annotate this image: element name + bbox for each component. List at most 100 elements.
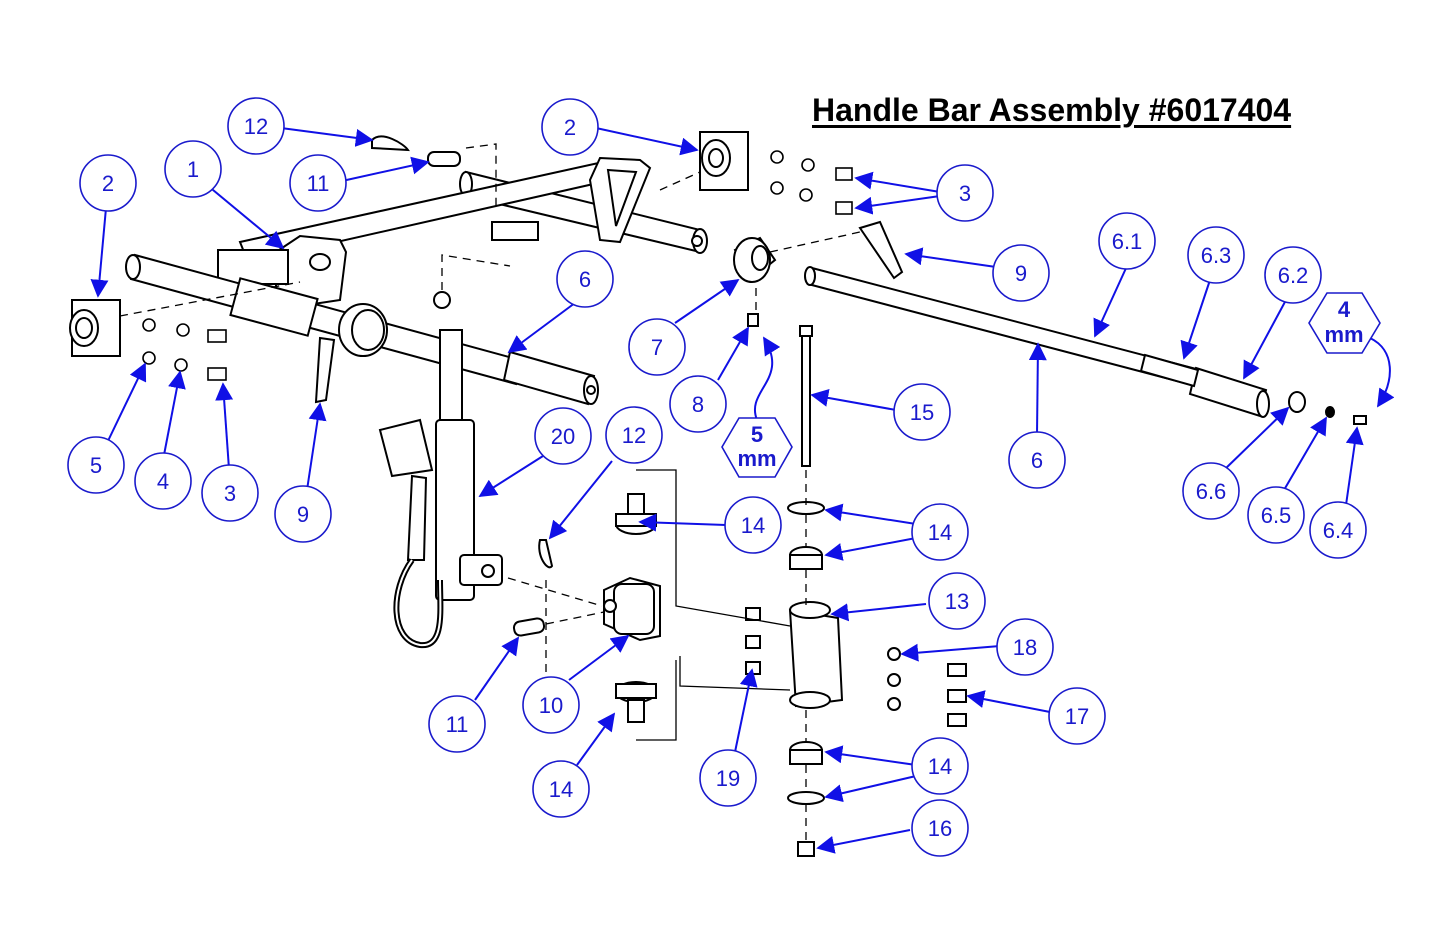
callout-14-stack-upper-label: 14 xyxy=(928,520,952,545)
arrow-11-lower xyxy=(474,636,520,701)
callout-6-5: 6.5 xyxy=(1247,486,1305,544)
arrow-6-left xyxy=(507,296,584,354)
callout-6-4-label: 6.4 xyxy=(1323,518,1354,543)
callout-6-6-label: 6.6 xyxy=(1196,479,1227,504)
callout-6-right-label: 6 xyxy=(1031,448,1043,473)
clamp-bracket xyxy=(788,601,844,709)
tool-size-4mm: 4 mm xyxy=(1308,292,1381,354)
arrow-12-upper xyxy=(280,127,374,147)
arrow-2-left xyxy=(90,207,109,298)
callout-8-label: 8 xyxy=(692,392,704,417)
arrow-6-6 xyxy=(1223,406,1290,471)
assembly-lines xyxy=(119,143,861,840)
diagram-title: Handle Bar Assembly #6017404 xyxy=(812,92,1292,128)
mount-block xyxy=(491,221,539,241)
callout-11-upper-label: 11 xyxy=(307,171,330,196)
callout-10-label: 10 xyxy=(539,693,563,718)
callout-6-left: 6 xyxy=(556,250,614,308)
callout-11-lower-label: 11 xyxy=(446,712,469,737)
callout-16-label: 16 xyxy=(928,816,952,841)
cotter-pin-upper xyxy=(371,135,410,152)
bearing-block-left xyxy=(69,299,121,357)
arrow-20 xyxy=(478,455,544,497)
callout-1-label: 1 xyxy=(187,157,199,182)
lever-left xyxy=(314,336,336,404)
callout-11-lower: 11 xyxy=(428,695,486,753)
callout-20: 20 xyxy=(534,407,592,465)
tool-size-5mm: 5 mm xyxy=(721,417,793,478)
callout-6-3: 6.3 xyxy=(1187,226,1245,284)
washers-bolts xyxy=(887,647,967,727)
callout-5-label: 5 xyxy=(90,453,102,478)
arrow-6-5 xyxy=(1283,416,1327,491)
callout-15-label: 15 xyxy=(910,400,934,425)
arrow-6-2 xyxy=(1243,299,1287,380)
parts-artwork xyxy=(69,131,1367,857)
arrow-2-right xyxy=(595,127,699,156)
callout-19: 19 xyxy=(699,749,757,807)
callout-14-block-upper: 14 xyxy=(724,496,782,554)
callout-18-label: 18 xyxy=(1013,635,1037,660)
lower-tube xyxy=(125,253,599,406)
arrow-16 xyxy=(816,829,911,854)
callout-12-lower: 12 xyxy=(605,406,663,464)
callout-17: 17 xyxy=(1048,687,1106,745)
callout-group: 1 2 2 3 3 4 5 6 6 6.1 6.2 6.3 6.4 6.5 6.… xyxy=(67,97,1367,857)
callout-9-right-label: 9 xyxy=(1015,261,1027,286)
callout-6-right: 6 xyxy=(1008,431,1066,489)
bushing-upper xyxy=(615,493,657,535)
callout-14-stack-lower-label: 14 xyxy=(928,754,952,779)
callout-20-label: 20 xyxy=(551,424,575,449)
callout-arrows xyxy=(90,127,1395,854)
callout-9-left: 9 xyxy=(274,485,332,543)
callout-6-4: 6.4 xyxy=(1309,501,1367,559)
right-tube xyxy=(804,266,1367,425)
arrow-6-right xyxy=(1028,342,1047,436)
arrow-3-right-a xyxy=(854,171,941,193)
arrow-9-left xyxy=(306,402,327,491)
callout-14-stack-upper: 14 xyxy=(911,503,969,561)
callout-6-2: 6.2 xyxy=(1264,246,1322,304)
right-fasteners xyxy=(770,150,853,215)
set-screw xyxy=(747,313,759,327)
callout-6-1: 6.1 xyxy=(1098,212,1156,270)
tool-4mm-value: 4 xyxy=(1338,297,1351,322)
callout-5: 5 xyxy=(67,436,125,494)
callout-2-right-label: 2 xyxy=(564,115,576,140)
callout-2-left-label: 2 xyxy=(102,171,114,196)
arrow-14-block-lower xyxy=(576,712,616,766)
arrow-3-right-b xyxy=(854,195,941,215)
callout-12-upper: 12 xyxy=(227,97,285,155)
arrow-14-stack-b xyxy=(824,537,917,561)
arrow-1 xyxy=(206,184,285,250)
arrow-19 xyxy=(734,668,758,753)
callout-9-right: 9 xyxy=(992,244,1050,302)
tool-4mm-unit: mm xyxy=(1324,322,1363,347)
callout-6-5-label: 6.5 xyxy=(1261,503,1292,528)
callout-3-left-label: 3 xyxy=(224,481,236,506)
arrow-5 xyxy=(106,362,147,444)
long-bolt xyxy=(799,325,813,467)
arrow-15 xyxy=(810,388,897,411)
arrow-6-4 xyxy=(1345,426,1364,506)
callout-6-2-label: 6.2 xyxy=(1278,263,1309,288)
callout-15: 15 xyxy=(893,383,951,441)
tool-5mm-unit: mm xyxy=(737,446,776,471)
callout-13-label: 13 xyxy=(945,589,969,614)
arrow-9-right xyxy=(904,247,997,268)
callout-3-right-label: 3 xyxy=(959,181,971,206)
callout-10: 10 xyxy=(522,676,580,734)
arrow-14-stack-c xyxy=(824,745,917,766)
arrow-10 xyxy=(568,634,630,681)
callout-16: 16 xyxy=(911,799,969,857)
arrow-17 xyxy=(966,690,1051,713)
arrow-11-upper xyxy=(341,156,430,182)
callout-3-right: 3 xyxy=(936,164,994,222)
callout-3-left: 3 xyxy=(201,464,259,522)
cotter-pin-lower xyxy=(538,539,554,569)
callout-6-3-label: 6.3 xyxy=(1201,243,1232,268)
callout-6-1-label: 6.1 xyxy=(1112,229,1143,254)
arrow-4mm-tool xyxy=(1369,337,1395,408)
arrow-12-lower xyxy=(548,460,613,540)
